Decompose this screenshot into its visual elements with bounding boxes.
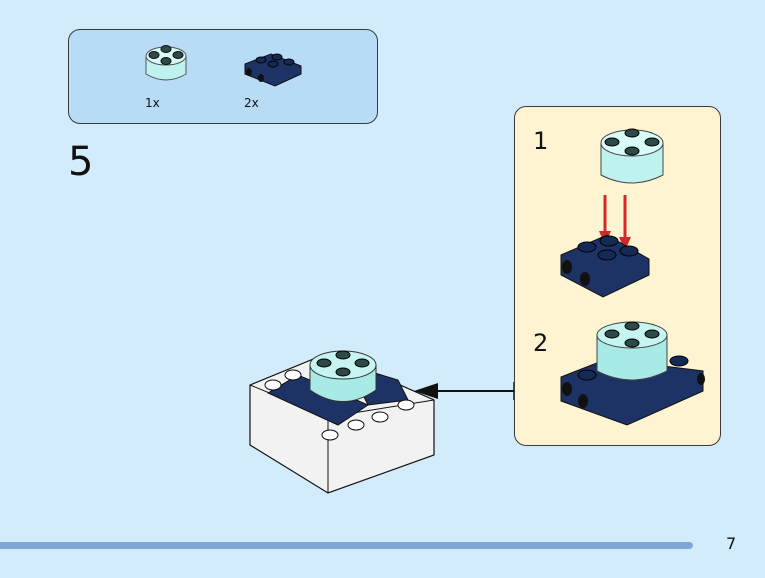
insert-arrows-icon — [599, 195, 631, 251]
footer-progress-bar — [0, 542, 693, 549]
substep-1-round-brick-icon — [600, 128, 664, 184]
page-number: 7 — [726, 534, 737, 553]
part-qty-1: 1x — [145, 96, 160, 110]
parts-list-box: 1x 2x — [68, 29, 378, 124]
step-number: 5 — [68, 139, 94, 185]
connector-arrow-icon — [414, 382, 515, 400]
side-stud-plate-part-icon — [244, 53, 302, 87]
substep-1-plate-icon — [560, 234, 650, 298]
substep-2-assembly-icon — [560, 321, 705, 426]
round-brick-part-icon — [145, 45, 187, 81]
main-assembly-illustration — [249, 350, 435, 494]
substep-number-1: 1 — [533, 127, 549, 155]
substep-number-2: 2 — [533, 329, 549, 357]
substep-callout: 1 2 — [514, 106, 721, 446]
part-qty-2: 2x — [244, 96, 259, 110]
